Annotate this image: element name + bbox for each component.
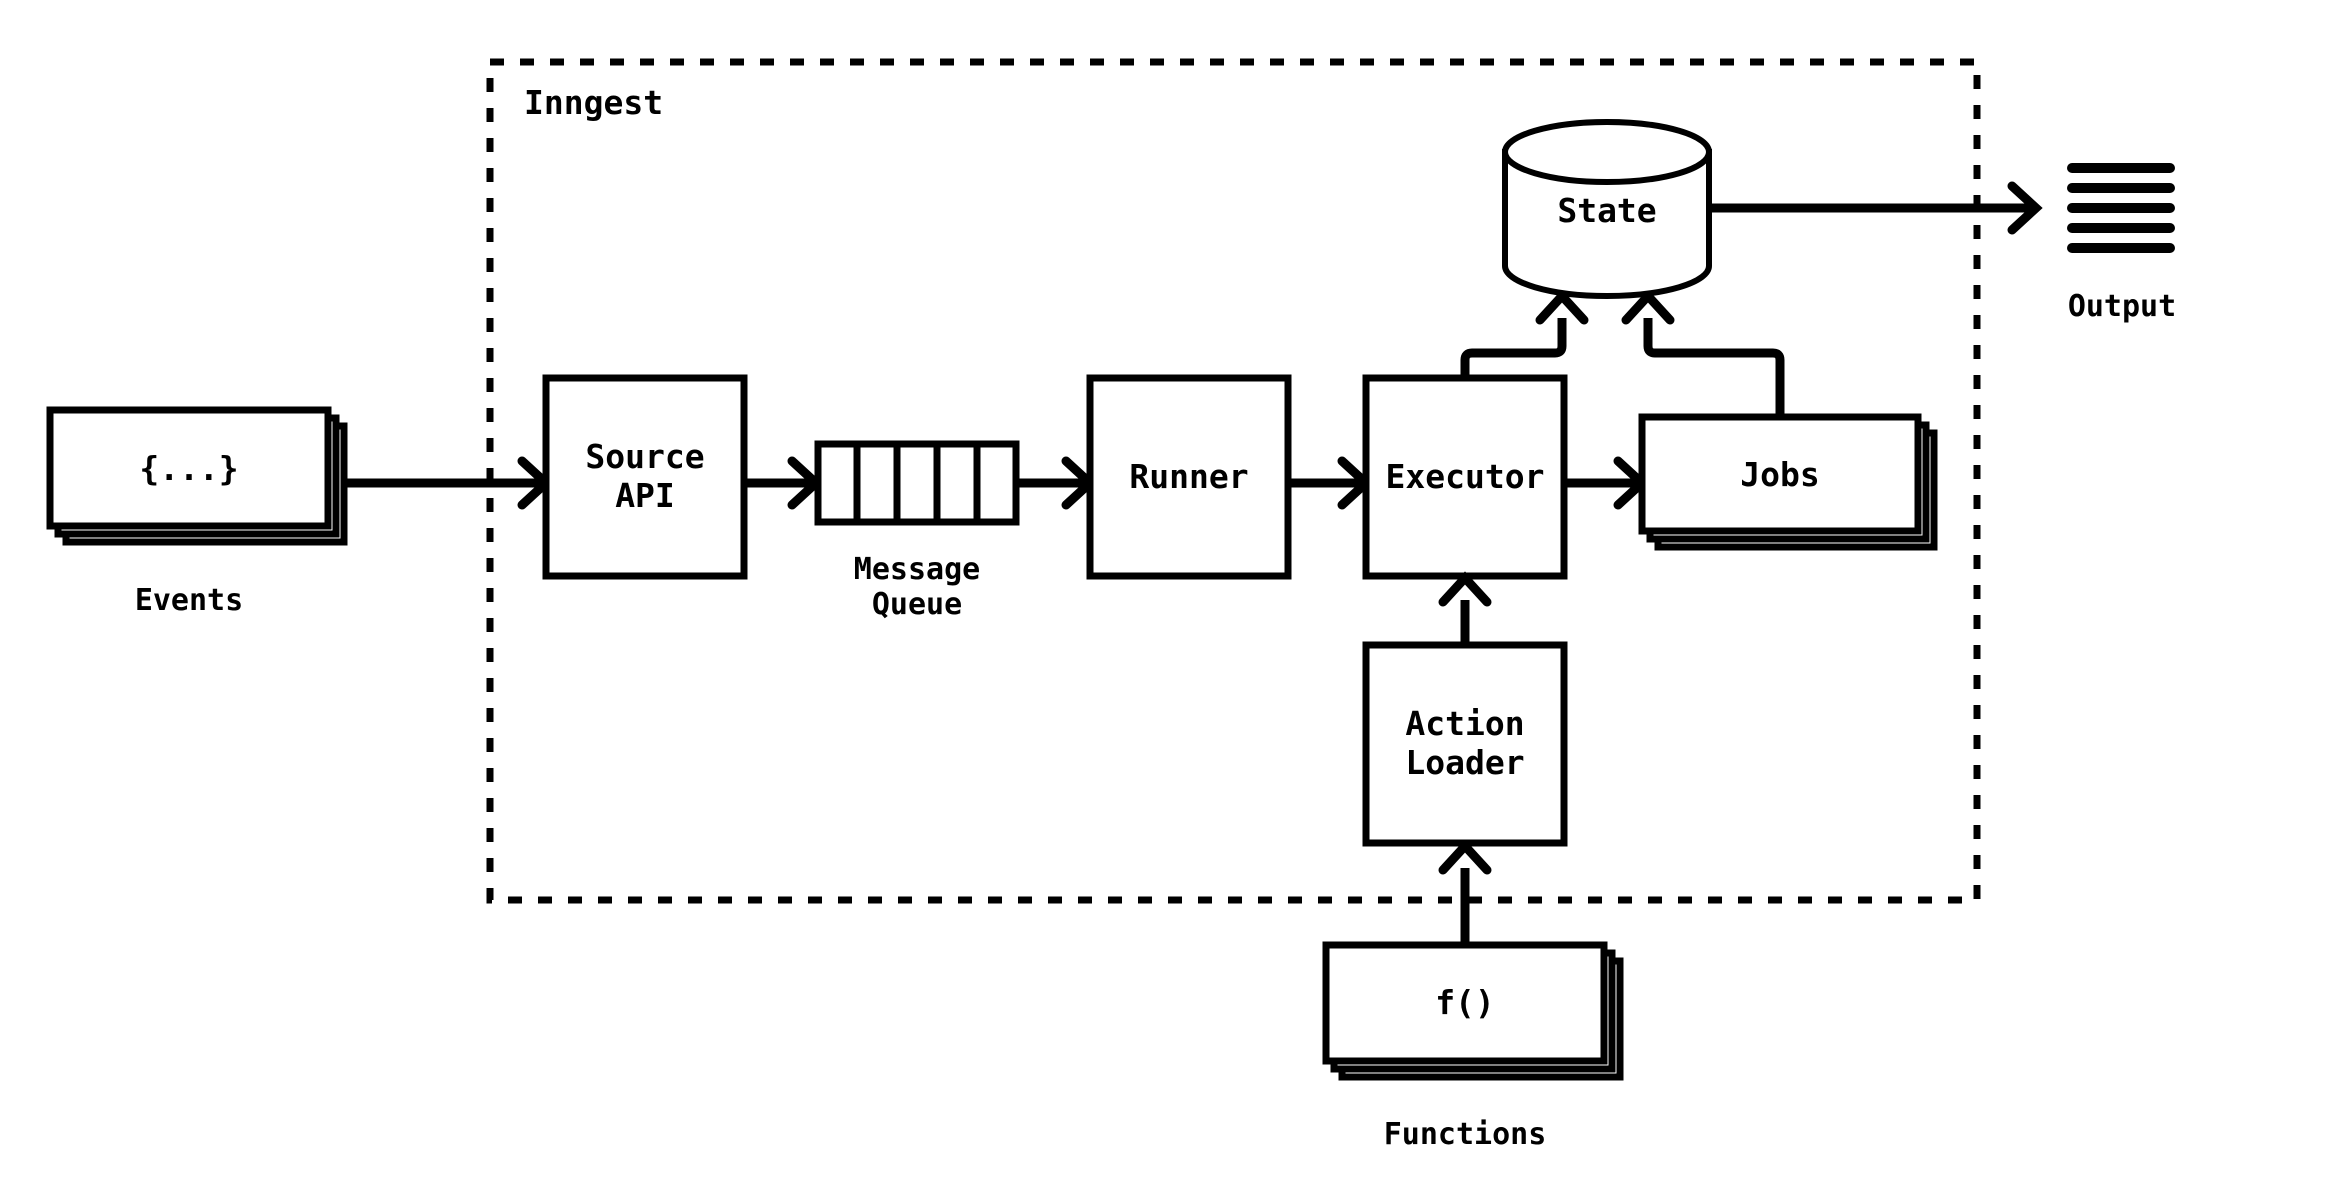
source-api-node <box>542 374 748 580</box>
executor-node <box>1362 374 1568 580</box>
state-node <box>1502 119 1712 299</box>
events-node <box>46 406 348 546</box>
edge-action-loader-executor <box>1443 578 1487 645</box>
edge-queue-runner <box>1016 461 1090 505</box>
output-icon <box>2067 163 2175 253</box>
functions-node <box>1322 941 1624 1081</box>
edge-jobs-state <box>1626 296 1785 417</box>
edge-events-source-api <box>345 461 546 505</box>
runner-node <box>1086 374 1292 580</box>
message-queue-node <box>814 440 1020 526</box>
edge-runner-executor <box>1288 461 1366 505</box>
edge-executor-jobs <box>1564 461 1642 505</box>
jobs-node <box>1638 413 1938 551</box>
edge-executor-state <box>1460 296 1584 378</box>
edge-state-output <box>1709 186 2036 230</box>
edge-functions-action-loader <box>1443 846 1487 945</box>
action-loader-node <box>1362 641 1568 847</box>
edge-source-api-queue <box>744 461 816 505</box>
